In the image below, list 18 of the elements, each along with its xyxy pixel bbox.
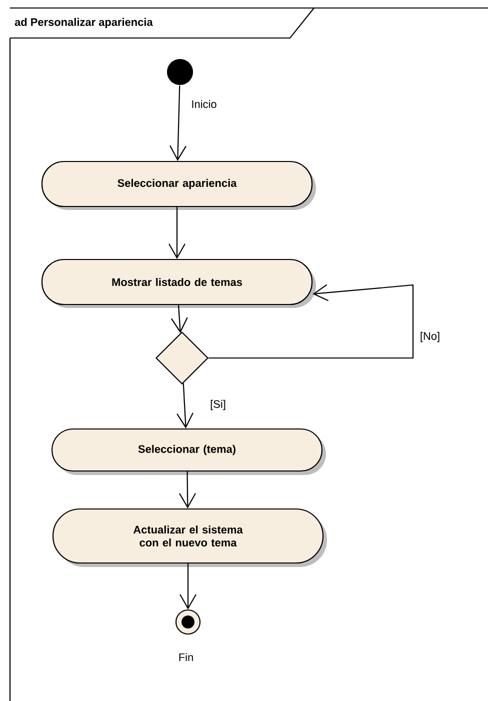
edge-label: [No] <box>420 332 440 342</box>
node-caption: Fin <box>177 652 195 662</box>
arrow <box>170 86 186 161</box>
arrow <box>180 564 196 610</box>
action-box: Seleccionar apariencia <box>41 160 316 210</box>
arrow <box>170 305 188 334</box>
arrow <box>179 472 196 508</box>
arrow <box>176 383 194 428</box>
edge-label: [Si] <box>210 400 226 410</box>
action-box: Seleccionar (tema) <box>51 428 326 475</box>
final-node <box>175 609 201 635</box>
arrow <box>168 207 186 259</box>
action-box: Mostrar listado de temas <box>41 258 316 308</box>
action-box: Actualizar el sistema con el nuevo tema <box>52 508 327 567</box>
initial-node <box>167 59 193 85</box>
arrow <box>208 284 414 359</box>
frame-tab: ad Personalizar apariencia <box>10 7 316 39</box>
node-caption: Inicio <box>190 98 218 110</box>
